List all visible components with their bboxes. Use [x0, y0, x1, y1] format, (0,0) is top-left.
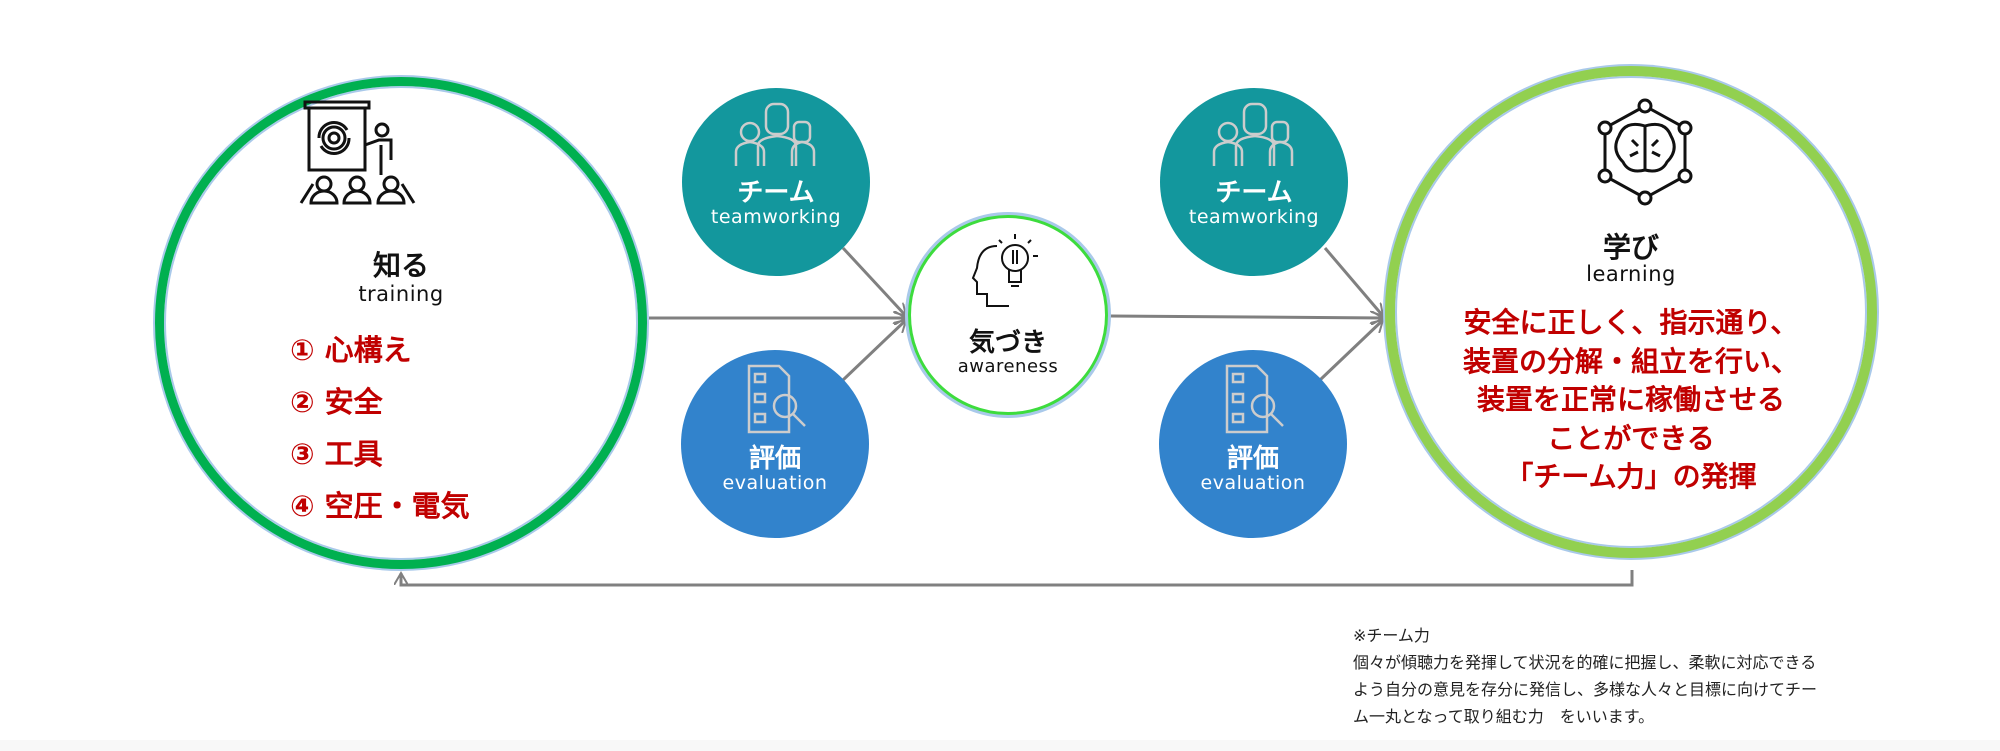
evaluation-circle-right: 評価 evaluation [1159, 350, 1347, 538]
teamworking-circle-left: チーム teamworking [682, 88, 870, 276]
awareness-circle: 気づき awareness [908, 215, 1108, 415]
teamworking-subtitle: teamworking [1188, 206, 1320, 228]
bottom-strip [0, 740, 2000, 751]
learning-goal-line: ことができる [1547, 421, 1715, 455]
brain-network-icon [1597, 98, 1693, 206]
note-line: ム一丸となって取り組む力 をいいます。 [1353, 707, 1655, 726]
learning-goal-line: 装置の分解・組立を行い、 [1462, 344, 1799, 378]
note-line: よう自分の意見を存分に発信し、多様な人々と目標に向けてチー [1353, 680, 1818, 699]
training-subtitle: training [358, 282, 444, 306]
learning-goal: 安全に正しく、指示通り、 装置の分解・組立を行い、 装置を正常に稼働させる こと… [1395, 304, 1867, 497]
arrow-awareness-to-learning [1109, 316, 1383, 318]
evaluation-subtitle: evaluation [722, 472, 828, 494]
team-icon [1212, 102, 1294, 166]
presentation-icon [299, 100, 416, 205]
training-item: ② 安全 [290, 385, 383, 419]
training-item: ① 心構え [290, 333, 412, 367]
arrow-eval-to-awareness [841, 320, 906, 382]
arrow-team-to-learning [1323, 247, 1383, 316]
learning-goal-line: 「チーム力」の発揮 [1505, 460, 1757, 493]
teamworking-circle-right: チーム teamworking [1160, 88, 1348, 276]
feedback-arrow [401, 570, 1634, 587]
teamworking-title: チーム [737, 178, 815, 208]
checklist-magnifier-icon [747, 364, 806, 434]
awareness-subtitle: awareness [957, 356, 1059, 377]
learning-title: 学び [1602, 231, 1659, 264]
note-heading: ※チーム力 [1353, 626, 1430, 645]
training-circle: 知る training ① 心構え ② 安全 ③ 工具 ④ 空圧・電気 [155, 77, 647, 569]
training-item: ③ 工具 [290, 437, 383, 471]
evaluation-title: 評価 [1226, 444, 1279, 474]
training-title: 知る [372, 249, 429, 282]
checklist-magnifier-icon [1225, 364, 1284, 434]
arrow-team-to-awareness [841, 246, 906, 316]
arrow-eval-to-learning [1318, 320, 1383, 382]
training-item: ④ 空圧・電気 [290, 489, 470, 523]
teamworking-subtitle: teamworking [710, 206, 842, 228]
team-icon [734, 102, 816, 166]
learning-goal-line: 装置を正常に稼働させる [1476, 383, 1785, 416]
learning-circle: 学び learning 安全に正しく、指示通り、 装置の分解・組立を行い、 装置… [1385, 66, 1877, 558]
team-power-note: ※チーム力 個々が傾聴力を発揮して状況を的確に把握し、柔軟に対応できる よう自分… [1353, 622, 1817, 730]
note-line: 個々が傾聴力を発揮して状況を的確に把握し、柔軟に対応できる [1353, 653, 1817, 672]
awareness-title: 気づき [968, 328, 1047, 358]
learning-subtitle: learning [1586, 262, 1676, 286]
teamworking-title: チーム [1215, 178, 1293, 208]
training-list: ① 心構え ② 安全 ③ 工具 ④ 空圧・電気 [290, 324, 470, 532]
evaluation-subtitle: evaluation [1200, 472, 1306, 494]
learning-goal-line: 安全に正しく、指示通り、 [1463, 306, 1799, 339]
evaluation-circle-left: 評価 evaluation [681, 350, 869, 538]
head-lightbulb-icon [971, 234, 1038, 307]
evaluation-title: 評価 [748, 444, 801, 474]
